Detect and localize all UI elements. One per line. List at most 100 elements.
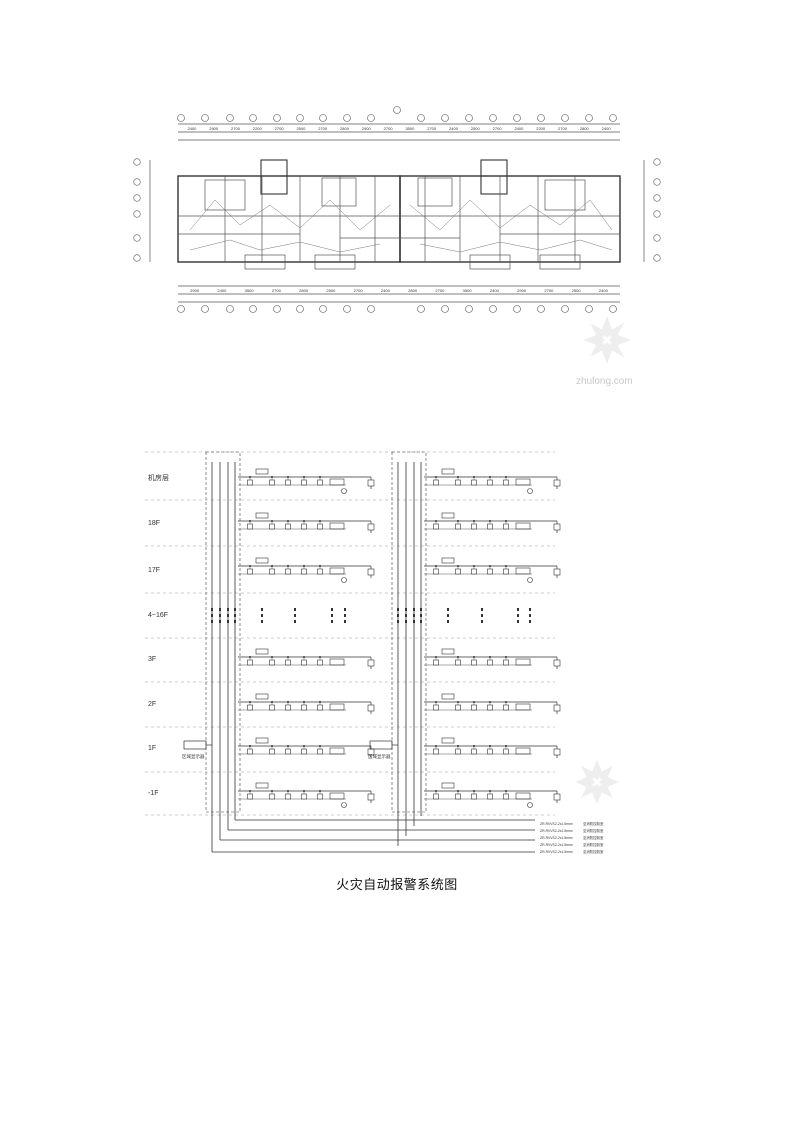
dimension-label: 2900 — [190, 288, 200, 293]
floor-label: 4~16F — [148, 612, 168, 619]
detector-symbol — [285, 479, 291, 486]
hydrant-button-symbol — [553, 523, 561, 531]
detector-symbol — [247, 704, 253, 711]
detector-symbol — [471, 568, 477, 575]
floor-label: 3F — [148, 656, 156, 663]
floor-device-row — [238, 693, 375, 714]
floor-label: 2F — [148, 701, 156, 708]
dimension-label: 2500 — [572, 288, 582, 293]
junction-dot — [287, 476, 289, 478]
alarm-bell-box — [515, 658, 531, 666]
detector-symbol — [317, 748, 323, 755]
sounder-symbol — [527, 488, 533, 494]
alarm-bell-box — [515, 703, 531, 711]
input-module — [255, 557, 269, 564]
dimension-label: 2700 — [435, 288, 445, 293]
detector-symbol — [317, 568, 323, 575]
dimension-label: 2900 — [517, 288, 527, 293]
junction-dot — [473, 790, 475, 792]
junction-dot — [473, 476, 475, 478]
detector-symbol — [317, 523, 323, 530]
junction-dot — [271, 476, 273, 478]
diagram-caption: 火灾自动报警系统图 — [336, 878, 458, 893]
feeder-note-label: 至消防控制室 — [583, 828, 604, 833]
junction-dot — [435, 790, 437, 792]
floor-label: 17F — [148, 567, 160, 574]
floor-device-row — [238, 782, 375, 808]
junction-dot — [489, 745, 491, 747]
junction-dot — [271, 745, 273, 747]
feeder-cable-label: ZR-RVVS2-2x1.5mm² — [540, 850, 574, 854]
dimension-label: 3500 — [463, 288, 473, 293]
floor-device-row — [238, 737, 375, 758]
detector-symbol — [247, 748, 253, 755]
axis-bubbles-bottom — [177, 305, 617, 313]
dimension-label: 2800 — [299, 288, 309, 293]
junction-dot — [249, 745, 251, 747]
floor-device-row — [424, 648, 561, 669]
junction-dot — [473, 656, 475, 658]
junction-dot — [249, 656, 251, 658]
input-module — [255, 648, 269, 655]
junction-dot — [287, 520, 289, 522]
detector-symbol — [455, 748, 461, 755]
junction-dot — [249, 701, 251, 703]
hydrant-button-symbol — [553, 659, 561, 667]
input-module — [441, 693, 455, 700]
floor-plan — [149, 123, 645, 303]
feeder-cable-label: ZR-RVVS2-2x1.5mm² — [540, 843, 574, 847]
floor-rows — [211, 468, 561, 808]
area-display-right: 区域显示器 — [368, 740, 398, 760]
dimension-label: 2500 — [471, 126, 481, 131]
junction-dot — [457, 701, 459, 703]
floor-device-row — [424, 512, 561, 533]
detector-symbol — [317, 704, 323, 711]
junction-dot — [505, 476, 507, 478]
junction-dot — [303, 790, 305, 792]
junction-dot — [435, 701, 437, 703]
input-module — [255, 468, 269, 475]
junction-dot — [435, 745, 437, 747]
detector-symbol — [455, 793, 461, 800]
dimension-label: 2800 — [580, 126, 590, 131]
dimension-label: 2200 — [536, 126, 546, 131]
junction-dot — [271, 656, 273, 658]
feeder-note-label: 至消防控制室 — [583, 842, 604, 847]
detector-symbol — [487, 748, 493, 755]
alarm-bell-box — [329, 478, 345, 486]
junction-dot — [319, 520, 321, 522]
detector-symbol — [471, 748, 477, 755]
dimension-label: 2700 — [318, 126, 328, 131]
detector-symbol — [433, 479, 439, 486]
input-module — [441, 512, 455, 519]
sounder-symbol — [527, 802, 533, 808]
dimension-label: 2800 — [340, 126, 350, 131]
detector-symbol — [503, 523, 509, 530]
detector-symbol — [487, 659, 493, 666]
junction-dot — [505, 565, 507, 567]
junction-dot — [505, 656, 507, 658]
detector-symbol — [269, 568, 275, 575]
hydrant-button-symbol — [553, 704, 561, 712]
detector-symbol — [471, 659, 477, 666]
detector-symbol — [433, 704, 439, 711]
axis-bubbles-side — [133, 158, 661, 262]
alarm-bell-box — [515, 747, 531, 755]
junction-dot — [457, 745, 459, 747]
input-module — [255, 737, 269, 744]
watermark-logo-bottom — [575, 760, 619, 804]
alarm-bell-box — [329, 522, 345, 530]
junction-dot — [271, 520, 273, 522]
detector-symbol — [269, 748, 275, 755]
input-module — [441, 648, 455, 655]
detector-symbol — [503, 479, 509, 486]
detector-symbol — [285, 659, 291, 666]
junction-dot — [505, 520, 507, 522]
alarm-bell-box — [515, 567, 531, 575]
detector-symbol — [269, 704, 275, 711]
junction-dot — [489, 565, 491, 567]
detector-symbol — [247, 793, 253, 800]
junction-dot — [473, 745, 475, 747]
detector-symbol — [471, 704, 477, 711]
